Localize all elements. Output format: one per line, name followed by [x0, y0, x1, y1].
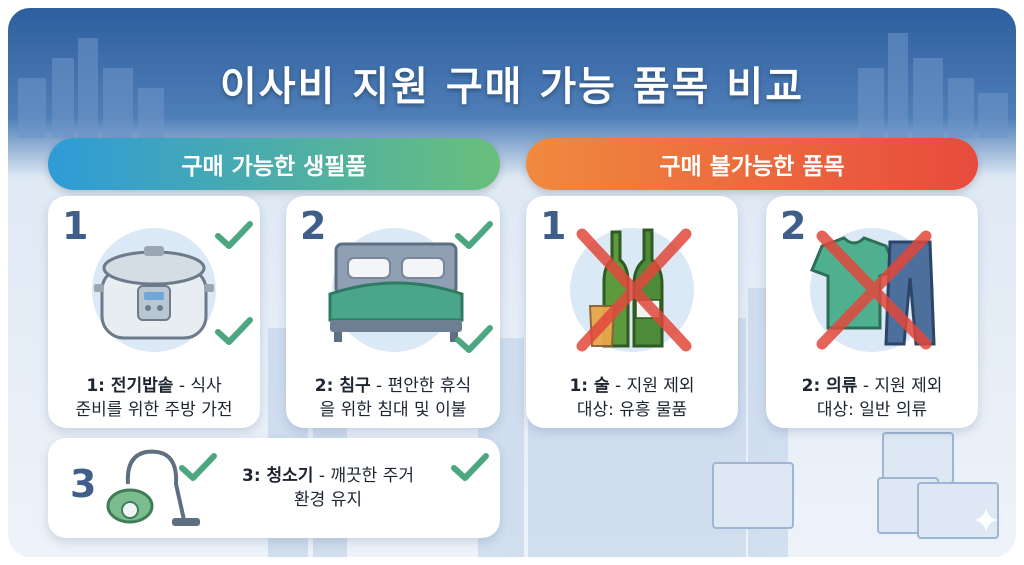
- item-caption: 1: 전기밥솥 - 식사 준비를 위한 주방 가전: [48, 374, 260, 422]
- cross-icon: [576, 228, 692, 352]
- item-desc: 을 위한 침대 및 이불: [319, 400, 467, 420]
- item-desc: 대상: 일반 의류: [816, 400, 928, 420]
- card-number: 1: [540, 204, 567, 248]
- card-number: 3: [70, 462, 97, 506]
- allowed-header: 구매 가능한 생필품: [48, 138, 500, 190]
- item-desc: 환경 유지: [294, 490, 362, 510]
- not-allowed-card-2: 2 2: 의류 - 지원 제외 대상: 일반 의류: [766, 196, 978, 428]
- item-desc: - 편안한 휴식: [376, 376, 472, 396]
- item-caption: 2: 침구 - 편안한 휴식 을 위한 침대 및 이불: [286, 374, 500, 422]
- card-number: 2: [780, 204, 807, 248]
- item-desc: - 식사: [178, 376, 222, 396]
- item-name: 2: 의류: [801, 376, 858, 396]
- card-number: 2: [300, 204, 327, 248]
- sparkle-icon: [974, 508, 998, 532]
- item-desc: 준비를 위한 주방 가전: [75, 400, 233, 420]
- allowed-card-3: 3 3: 청소기 - 깨끗한 주거 환경 유지: [48, 438, 500, 538]
- boxes-decoration: [712, 432, 999, 539]
- item-caption: 3: 청소기 - 깨끗한 주거 환경 유지: [198, 464, 458, 512]
- infographic-frame: 이사비 지원 구매 가능 품목 비교 구매 가능한 생필품 구매 불가능한 품목…: [8, 8, 1016, 557]
- vacuum-cleaner-icon: [106, 449, 200, 526]
- item-caption: 2: 의류 - 지원 제외 대상: 일반 의류: [766, 374, 978, 422]
- item-name: 1: 전기밥솥: [86, 376, 174, 396]
- item-name: 3: 청소기: [241, 466, 314, 486]
- check-icon: [215, 221, 253, 249]
- check-icon: [451, 453, 489, 481]
- item-name: 2: 침구: [314, 376, 371, 396]
- item-desc: - 깨끗한 주거: [318, 466, 415, 486]
- check-icon: [215, 317, 253, 345]
- item-desc: - 지원 제외: [862, 376, 943, 396]
- check-icon: [455, 221, 493, 249]
- cross-icon: [816, 230, 932, 350]
- card-number: 1: [62, 204, 89, 248]
- not-allowed-card-1: 1 1: 술 - 지원 제외 대상: 유흥 물품: [526, 196, 738, 428]
- check-icon: [455, 325, 493, 353]
- item-name: 1: 술: [569, 376, 610, 396]
- page-title: 이사비 지원 구매 가능 품목 비교: [219, 64, 805, 110]
- rice-cooker-icon: [94, 246, 214, 340]
- allowed-card-2: 2 2: 침구 - 편안한 휴식 을 위한 침대 및 이불: [286, 196, 500, 428]
- bed-icon: [328, 242, 464, 342]
- item-desc: - 지원 제외: [615, 376, 695, 396]
- check-icon: [179, 453, 217, 481]
- allowed-card-1: 1 1: 전기밥솥 - 식사 준비를 위한 주방 가전: [48, 196, 260, 428]
- item-desc: 대상: 유흥 물품: [576, 400, 688, 420]
- item-caption: 1: 술 - 지원 제외 대상: 유흥 물품: [526, 374, 738, 422]
- not-allowed-header: 구매 불가능한 품목: [526, 138, 978, 190]
